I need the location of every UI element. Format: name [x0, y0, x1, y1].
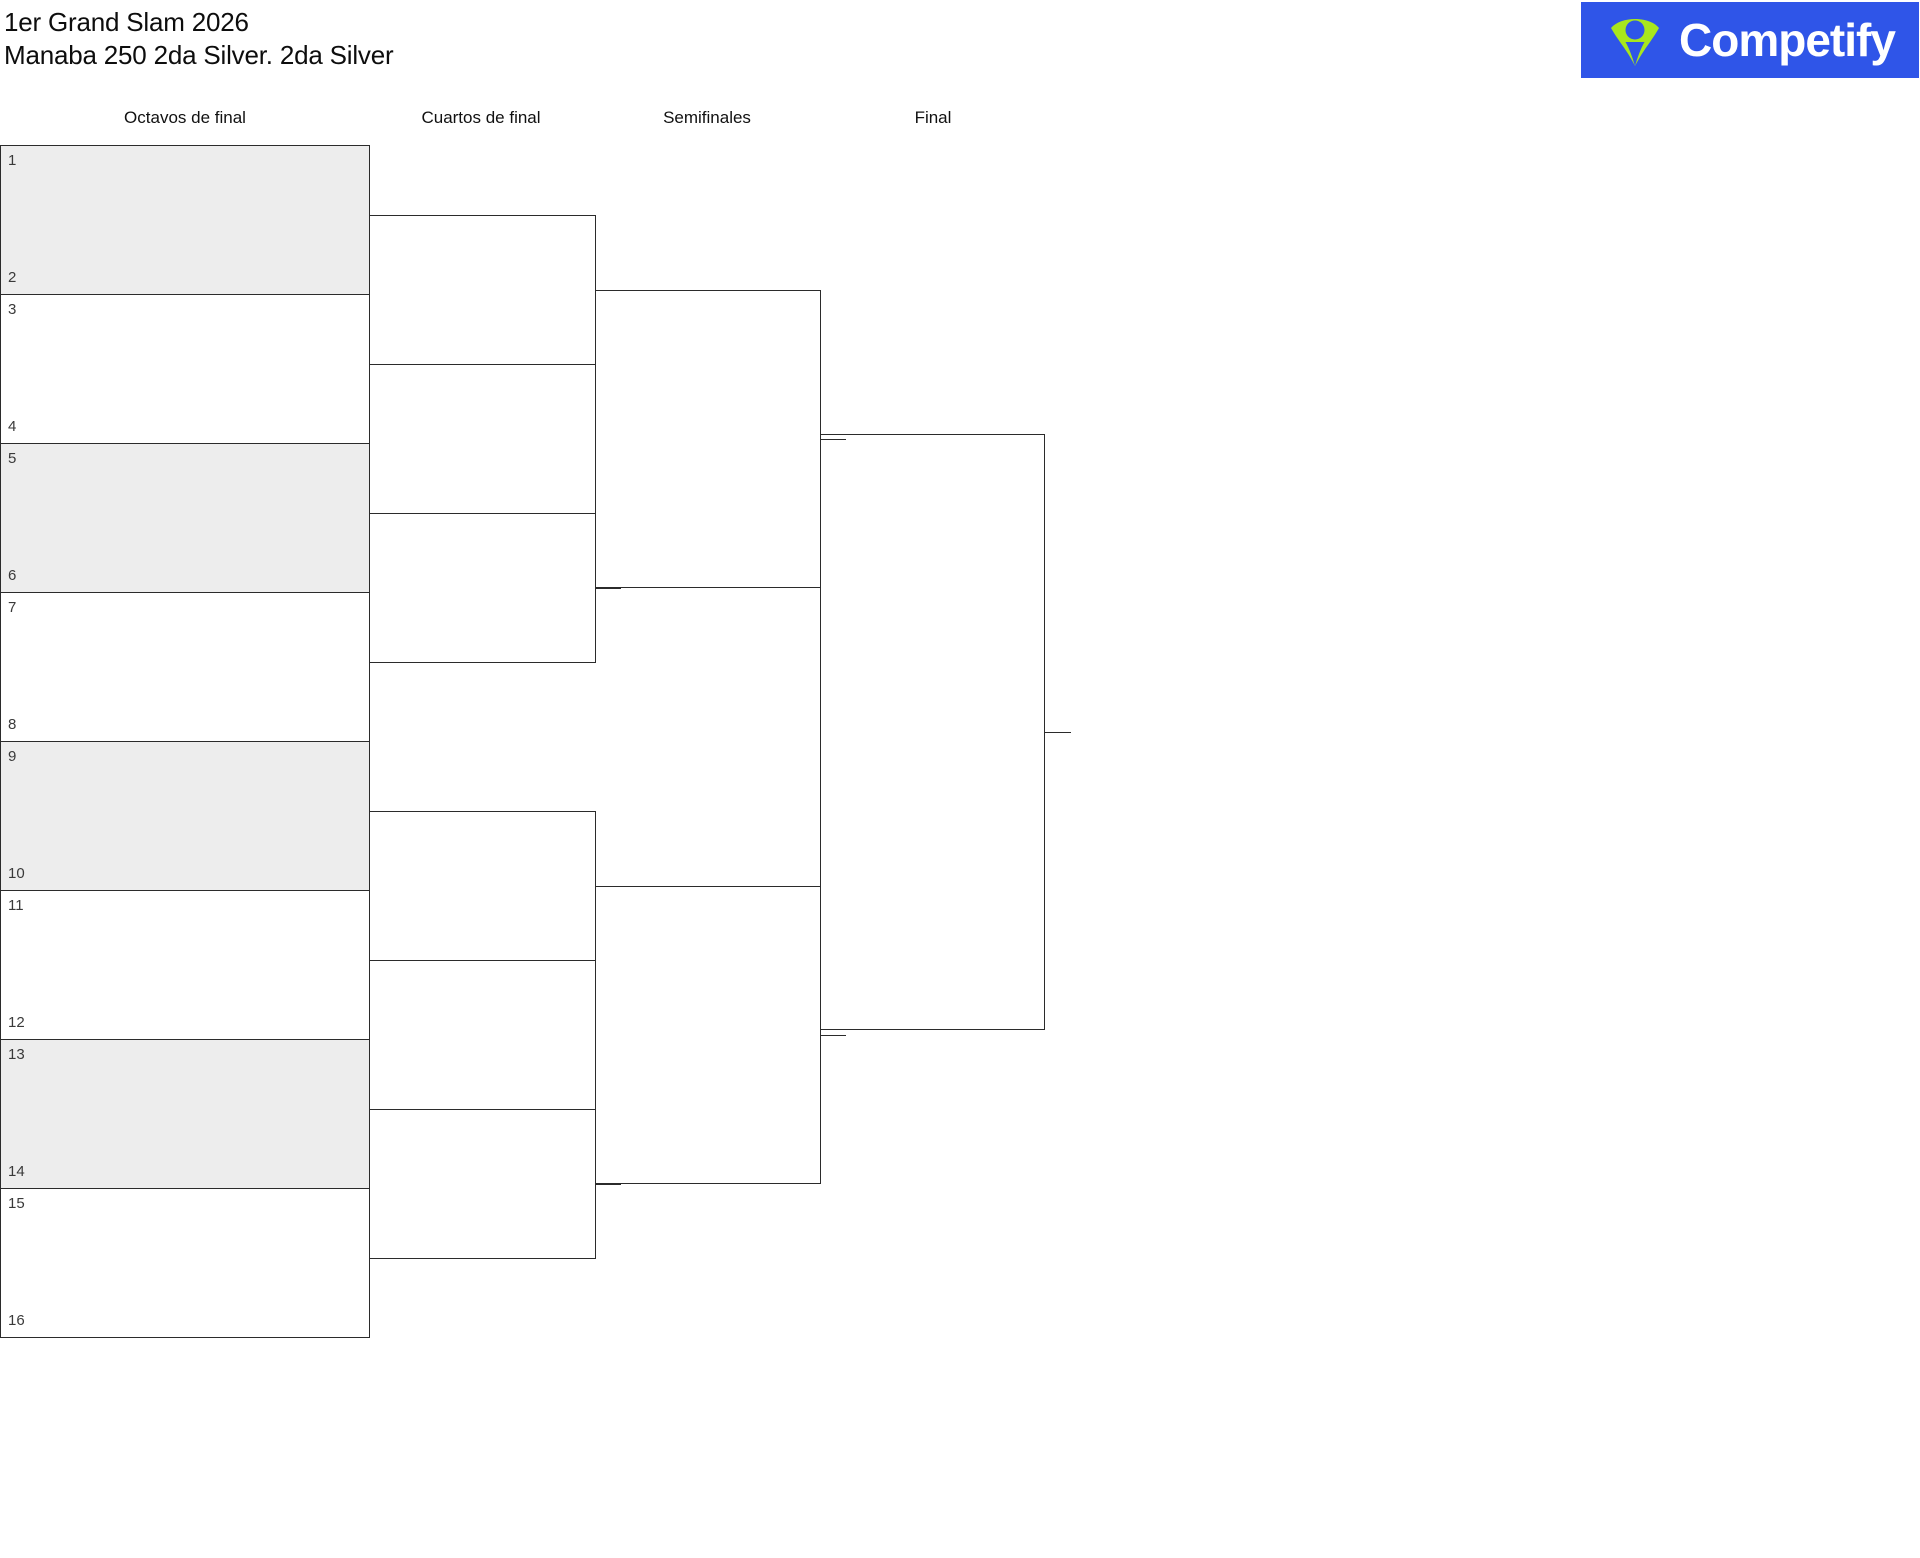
- match-slot-top[interactable]: [596, 291, 820, 439]
- seed-label: 5: [8, 450, 17, 467]
- seed-label: 13: [8, 1046, 25, 1063]
- match-slot-top[interactable]: 11: [1, 891, 369, 965]
- seed-label: 9: [8, 748, 17, 765]
- match-slot-bottom[interactable]: [370, 886, 595, 960]
- page-title: 1er Grand Slam 2026 Manaba 250 2da Silve…: [4, 6, 394, 72]
- match-octavos-1[interactable]: 1 2: [0, 145, 370, 295]
- match-slot-bottom[interactable]: [370, 1184, 595, 1258]
- match-slot-bottom[interactable]: 4: [1, 369, 369, 443]
- match-slot-bottom[interactable]: 12: [1, 965, 369, 1039]
- seed-label: 2: [8, 269, 17, 286]
- tournament-category: Manaba 250 2da Silver. 2da Silver: [4, 40, 394, 70]
- match-octavos-4[interactable]: 7 8: [0, 592, 370, 742]
- match-slot-bottom[interactable]: [370, 588, 595, 662]
- match-slot-top[interactable]: [370, 216, 595, 290]
- match-slot-bottom[interactable]: [596, 439, 820, 587]
- match-slot-bottom[interactable]: [821, 732, 1044, 1029]
- seed-label: 14: [8, 1163, 25, 1180]
- match-cuartos-1[interactable]: [369, 215, 596, 365]
- match-slot-top[interactable]: 9: [1, 742, 369, 816]
- match-octavos-6[interactable]: 11 12: [0, 890, 370, 1040]
- seed-label: 8: [8, 716, 17, 733]
- match-slot-bottom[interactable]: 2: [1, 220, 369, 294]
- seed-label: 11: [8, 897, 24, 914]
- competify-logo[interactable]: Competify: [1581, 2, 1919, 78]
- match-slot-bottom[interactable]: [596, 1035, 820, 1183]
- match-cuartos-2[interactable]: [369, 513, 596, 663]
- round-header-semifinales: Semifinales: [663, 108, 751, 127]
- match-cuartos-3[interactable]: [369, 811, 596, 961]
- match-octavos-2[interactable]: 3 4: [0, 294, 370, 444]
- match-slot-top[interactable]: [370, 514, 595, 588]
- match-slot-top[interactable]: 1: [1, 146, 369, 220]
- round-header-cuartos: Cuartos de final: [421, 108, 541, 127]
- match-slot-bottom[interactable]: 8: [1, 667, 369, 741]
- match-slot-bottom[interactable]: 6: [1, 518, 369, 592]
- match-slot-top[interactable]: 15: [1, 1189, 369, 1263]
- seed-label: 7: [8, 599, 17, 616]
- competify-wordmark: Competify: [1679, 14, 1896, 66]
- match-slot-bottom[interactable]: 10: [1, 816, 369, 890]
- seed-label: 3: [8, 301, 17, 318]
- connector-cuartos-3: [595, 886, 621, 887]
- tournament-name: 1er Grand Slam 2026: [4, 7, 249, 37]
- match-slot-bottom[interactable]: 16: [1, 1263, 369, 1337]
- seed-label: 4: [8, 418, 17, 435]
- round-header-octavos: Octavos de final: [124, 108, 246, 127]
- seed-label: 12: [8, 1014, 25, 1031]
- match-slot-top[interactable]: 13: [1, 1040, 369, 1114]
- match-slot-top[interactable]: 3: [1, 295, 369, 369]
- match-slot-bottom[interactable]: 14: [1, 1114, 369, 1188]
- connector-semifinal-2: [820, 1035, 846, 1036]
- connector-final-winner: [1045, 732, 1071, 733]
- seed-label: 16: [8, 1312, 25, 1329]
- round-header-final: Final: [914, 108, 952, 127]
- seed-label: 1: [8, 152, 17, 169]
- match-octavos-3[interactable]: 5 6: [0, 443, 370, 593]
- seed-label: 10: [8, 865, 25, 882]
- match-slot-top[interactable]: [370, 812, 595, 886]
- connector-semifinal-1: [820, 439, 846, 440]
- seed-label: 6: [8, 567, 17, 584]
- match-slot-top[interactable]: [821, 435, 1044, 732]
- seed-label: 15: [8, 1195, 25, 1212]
- match-slot-bottom[interactable]: [370, 290, 595, 364]
- match-slot-top[interactable]: [370, 1110, 595, 1184]
- match-semifinales-2[interactable]: [595, 886, 821, 1184]
- match-octavos-8[interactable]: 15 16: [0, 1188, 370, 1338]
- match-slot-top[interactable]: 7: [1, 593, 369, 667]
- competify-person-icon: [1607, 12, 1663, 68]
- match-cuartos-4[interactable]: [369, 1109, 596, 1259]
- match-slot-top[interactable]: 5: [1, 444, 369, 518]
- connector-cuartos-1: [595, 290, 621, 291]
- connector-cuartos-4: [595, 1184, 621, 1185]
- match-final-1[interactable]: [820, 434, 1045, 1030]
- match-semifinales-1[interactable]: [595, 290, 821, 588]
- match-octavos-5[interactable]: 9 10: [0, 741, 370, 891]
- connector-cuartos-2: [595, 588, 621, 589]
- match-octavos-7[interactable]: 13 14: [0, 1039, 370, 1189]
- match-slot-top[interactable]: [596, 887, 820, 1035]
